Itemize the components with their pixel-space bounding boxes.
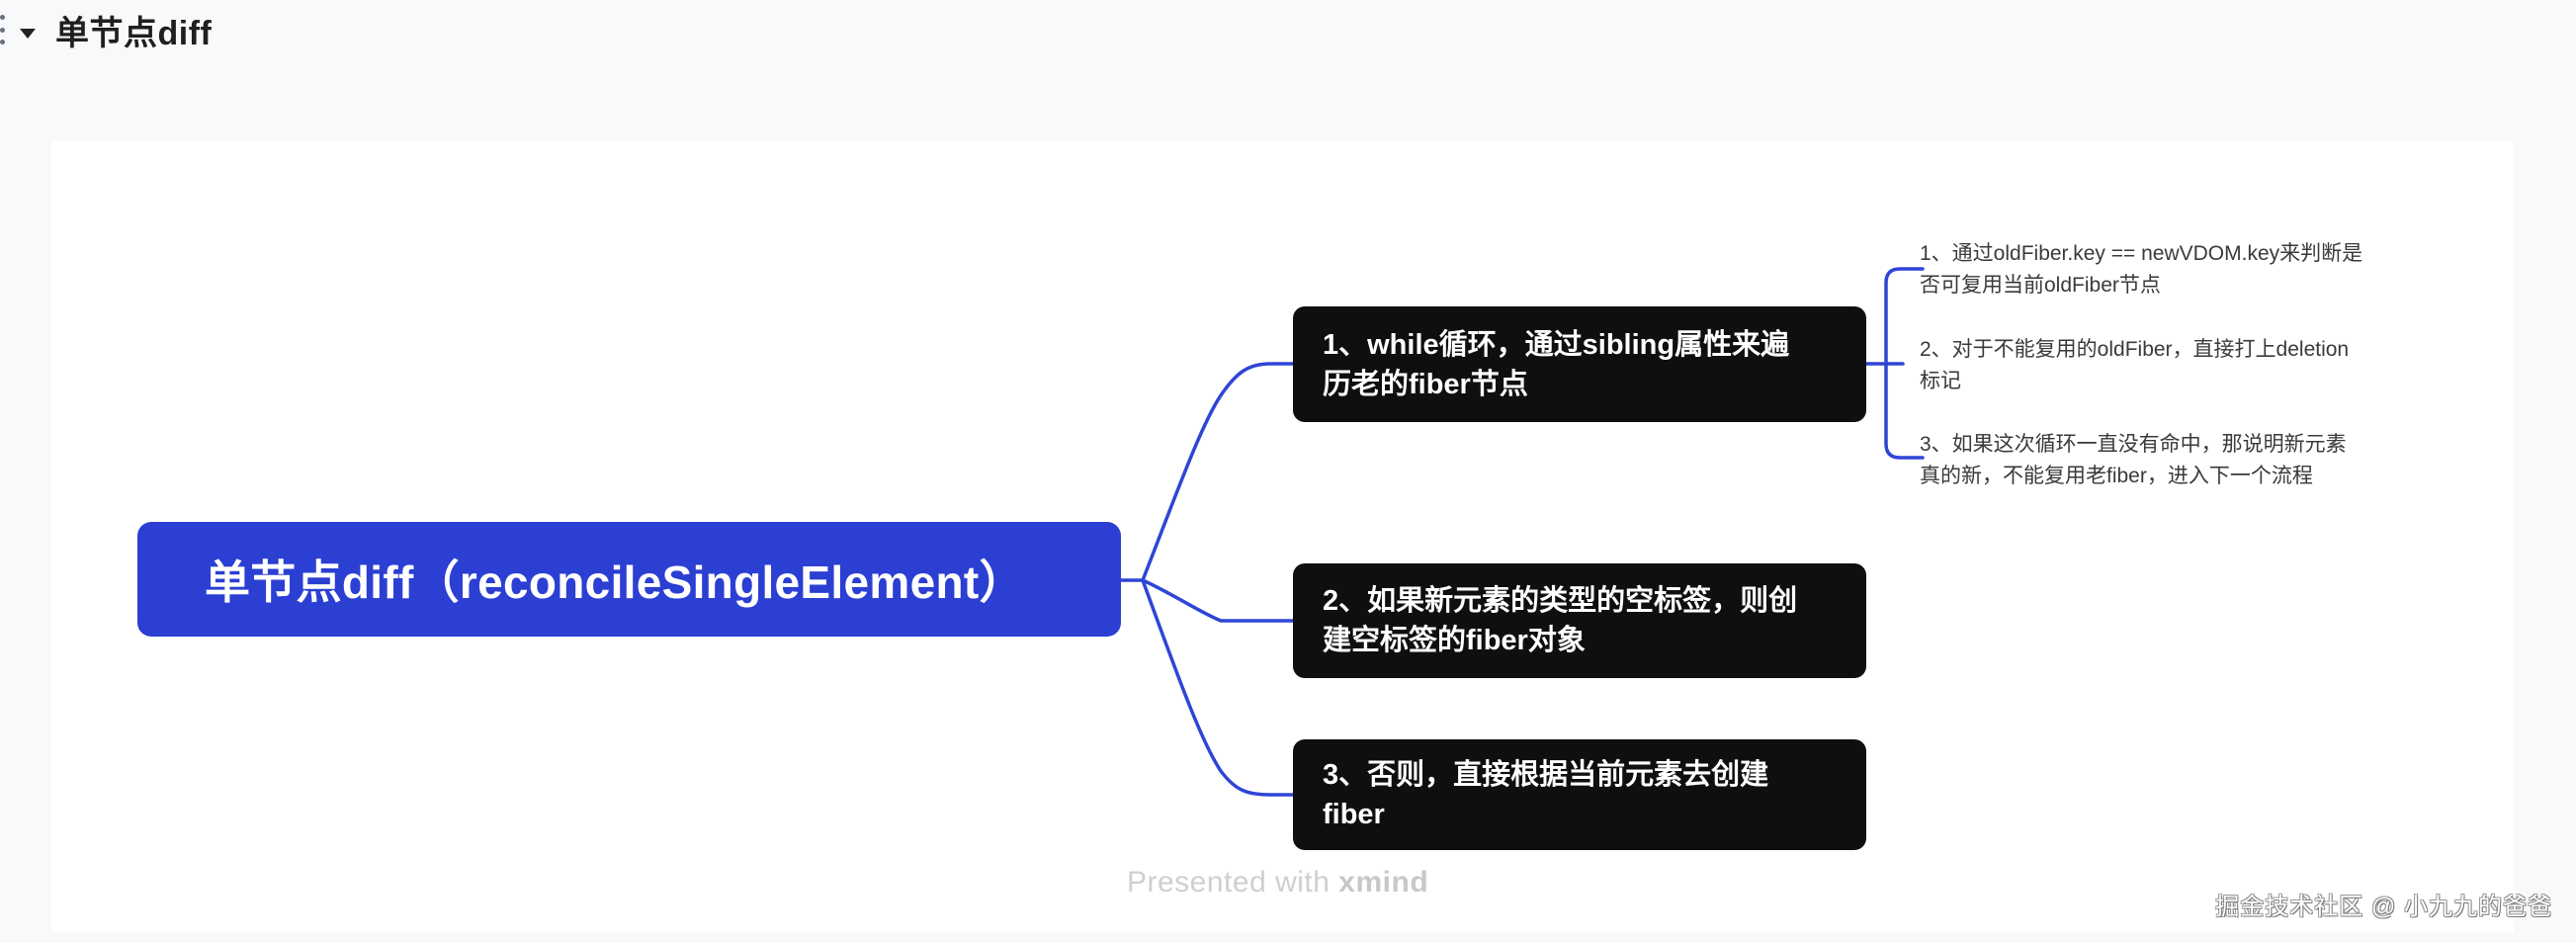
leaf-node-1-line-2: 否可复用当前oldFiber节点 [1920,274,2161,297]
leaf-node-2-line-1: 2、对于不能复用的oldFiber，直接打上deletion [1920,338,2350,361]
xmind-watermark: Presented with xmind [1127,866,1428,900]
child-node-3-line-1: 3、否则，直接根据当前元素去创建 [1323,759,1769,791]
leaf-node-1-line-1: 1、通过oldFiber.key == newVDOM.key来判断是 [1920,242,2363,265]
leaf-node-2-line-2: 标记 [1920,370,1961,392]
root-node-label: 单节点diff（reconcileSingleElement） [205,557,1025,608]
mindmap-leaf-node-3[interactable]: 3、如果这次循环一直没有命中，那说明新元素 真的新，不能复用老fiber，进入下… [1920,429,2434,492]
child-node-1-line-1: 1、while循环，通过sibling属性来遍 [1323,328,1790,361]
mindmap-leaf-node-1[interactable]: 1、通过oldFiber.key == newVDOM.key来判断是 否可复用… [1920,238,2434,301]
mindmap-child-node-3[interactable]: 3、否则，直接根据当前元素去创建 fiber [1293,739,1866,850]
mindmap-leaf-node-2[interactable]: 2、对于不能复用的oldFiber，直接打上deletion 标记 [1920,334,2434,397]
mindmap-child-node-2[interactable]: 2、如果新元素的类型的空标签，则创 建空标签的fiber对象 [1293,563,1866,678]
drag-handle-icon[interactable] [0,15,8,44]
credit-watermark: 掘金技术社区 @ 小九九的爸爸 [2215,894,2552,920]
section-heading: 单节点diff [0,6,212,53]
leaf-node-3-line-1: 3、如果这次循环一直没有命中，那说明新元素 [1920,433,2347,456]
child-node-1-line-2: 历老的fiber节点 [1323,368,1528,400]
child-node-2-line-2: 建空标签的fiber对象 [1323,625,1586,656]
presented-with-text: Presented with [1127,866,1331,899]
mindmap-child-node-1[interactable]: 1、while循环，通过sibling属性来遍 历老的fiber节点 [1293,306,1866,422]
caret-down-icon[interactable] [20,29,36,39]
leaf-node-3-line-2: 真的新，不能复用老fiber，进入下一个流程 [1920,465,2313,487]
child-node-3-line-2: fiber [1323,799,1385,830]
section-title: 单节点diff [55,14,213,52]
xmind-brand: xmind [1338,866,1429,899]
child-node-2-line-1: 2、如果新元素的类型的空标签，则创 [1323,585,1798,617]
mindmap-root-node[interactable]: 单节点diff（reconcileSingleElement） [137,522,1121,637]
